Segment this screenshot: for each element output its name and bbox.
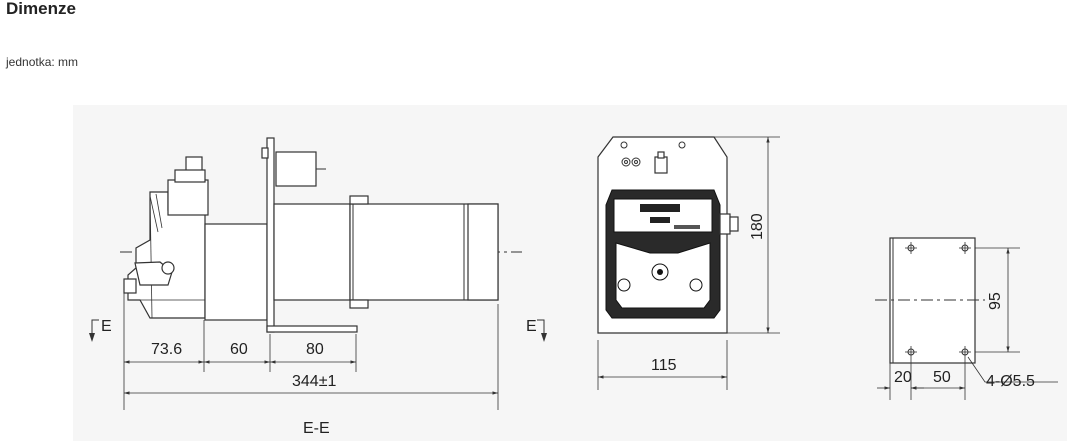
dimension-b: 60 xyxy=(230,341,248,358)
section-label-right: E xyxy=(526,318,537,335)
plate-dimension-lines xyxy=(877,247,1058,400)
section-caption: E-E xyxy=(303,420,330,437)
front-width: 115 xyxy=(651,357,677,374)
side-dimension-lines xyxy=(123,290,499,410)
section-marker-right xyxy=(537,319,547,342)
front-height: 180 xyxy=(749,213,766,240)
dimension-total: 344±1 xyxy=(292,373,336,390)
mounting-holes xyxy=(905,242,971,358)
dimension-c: 80 xyxy=(306,341,324,358)
dimension-a: 73.6 xyxy=(151,341,182,358)
section-label-left: E xyxy=(101,318,112,335)
plate-offset: 20 xyxy=(894,369,912,386)
unit-note: jednotka: mm xyxy=(6,55,79,69)
plate-hole-spacing: 95 xyxy=(987,292,1004,310)
plate-spacing: 50 xyxy=(933,369,951,386)
plate-holes: 4-Ø5.5 xyxy=(986,373,1035,390)
pump-head-front-view xyxy=(597,136,739,334)
section-marker-left xyxy=(89,319,99,342)
page-title: Dimenze xyxy=(6,0,76,18)
front-dimension-lines xyxy=(597,136,780,390)
pump-side-view xyxy=(120,137,522,333)
mounting-plate-view xyxy=(875,237,985,364)
